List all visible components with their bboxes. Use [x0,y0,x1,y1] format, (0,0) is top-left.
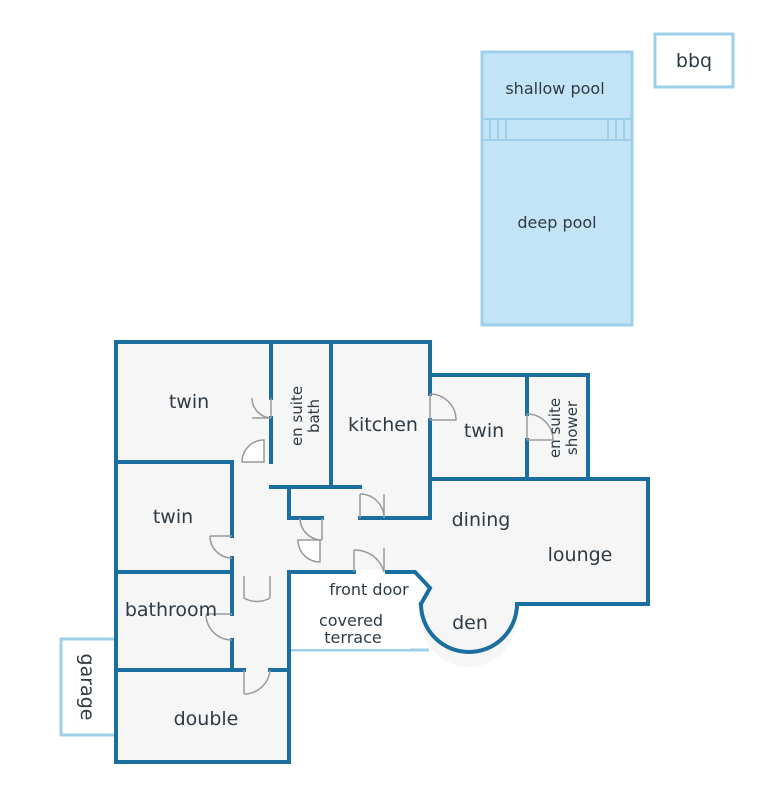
door-kitchen [359,493,385,519]
door-swings [205,393,554,695]
label-shallow-pool: shallow pool [505,79,604,98]
label-garage: garage [76,654,98,721]
door-hall-top [241,439,265,463]
door-double [243,669,271,695]
label-deep-pool: deep pool [517,213,596,232]
label-bbq: bbq [676,50,712,72]
label-ensuite-bath-line1: en suite [288,386,306,446]
label-double: double [174,708,239,730]
door-twin-right [429,393,457,421]
label-covered-terrace-line1: covered [319,611,383,630]
label-ensuite-bath-line2: bath [305,399,323,433]
door-hall-mid-2 [297,539,321,563]
door-bathroom [205,613,233,641]
pool-basin [480,50,634,327]
house-walls [114,340,650,764]
door-ensuite-shower [526,413,554,441]
label-twin-top: twin [169,391,209,413]
door-hall-lower [243,576,271,603]
label-dining: dining [452,509,511,531]
label-den: den [452,612,488,634]
label-ensuite-shower-line2: shower [563,400,581,455]
door-twin-left [209,535,233,559]
door-front [353,548,385,573]
label-ensuite-shower: en suite shower [546,398,581,458]
label-front-door: front door [329,580,409,599]
pool [480,50,634,327]
label-lounge: lounge [548,544,613,566]
label-twin-right: twin [464,420,504,442]
label-covered-terrace-line2: terrace [324,628,381,647]
label-kitchen: kitchen [348,414,418,436]
door-ensuite-bath [251,397,272,419]
label-bathroom: bathroom [125,599,217,621]
covered-terrace-area [290,572,410,649]
label-ensuite-shower-line1: en suite [546,398,564,458]
label-ensuite-bath: en suite bath [288,386,323,446]
label-twin-left: twin [153,506,193,528]
bbq-area [653,32,735,89]
